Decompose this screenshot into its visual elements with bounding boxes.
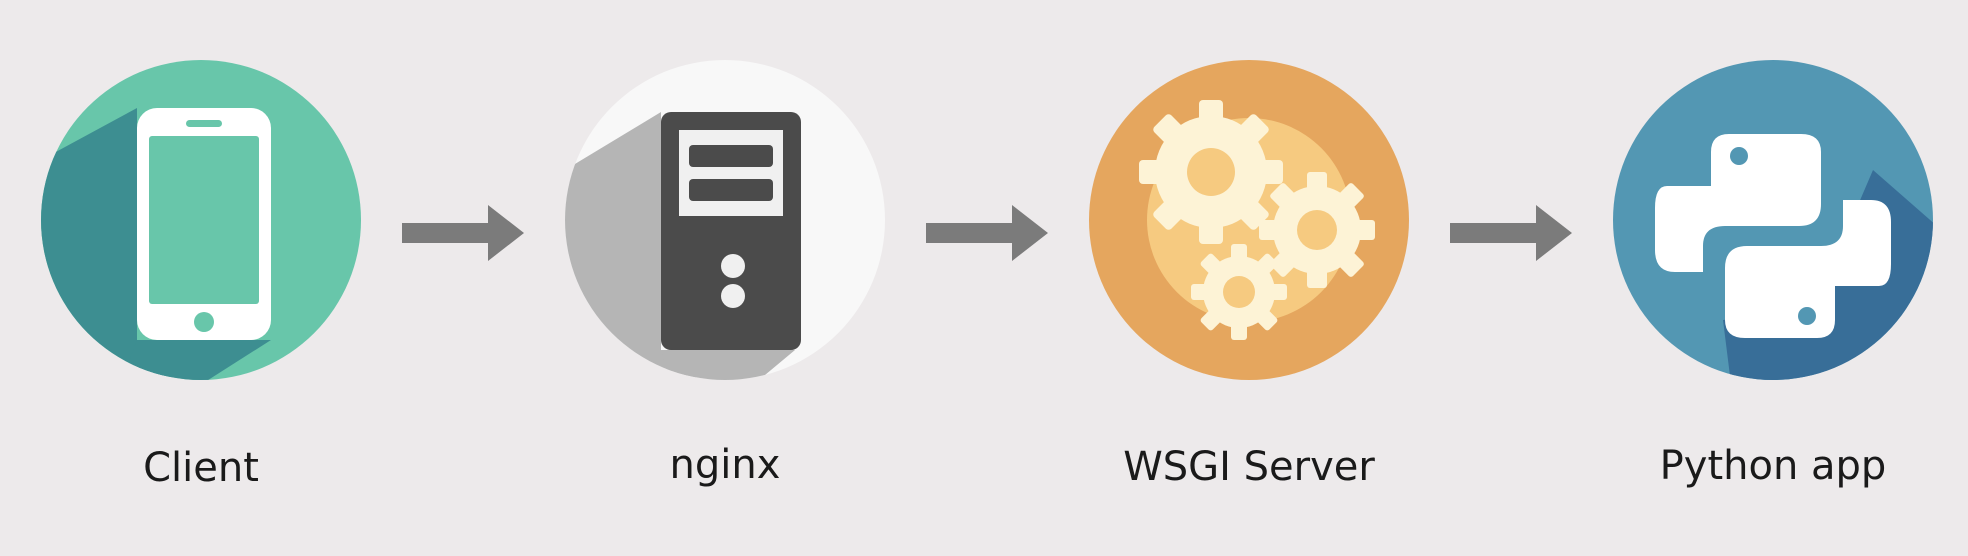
node-client: Client — [31, 60, 371, 491]
node-python-app: Python app — [1603, 60, 1943, 489]
arrow-right-icon — [926, 205, 1048, 261]
smartphone-icon — [41, 60, 361, 380]
node-label-nginx: nginx — [669, 442, 781, 488]
arrow-right-icon — [1450, 205, 1572, 261]
node-label-client: Client — [143, 445, 259, 491]
node-wsgi-server: WSGI Server — [1079, 60, 1419, 490]
node-label-wsgi-server: WSGI Server — [1123, 444, 1375, 490]
server-tower-icon — [565, 60, 885, 380]
node-nginx: nginx — [555, 60, 895, 488]
node-label-python-app: Python app — [1659, 443, 1887, 489]
gears-icon — [1089, 60, 1409, 380]
arrow-right-icon — [402, 205, 524, 261]
python-logo-icon — [1613, 60, 1933, 380]
